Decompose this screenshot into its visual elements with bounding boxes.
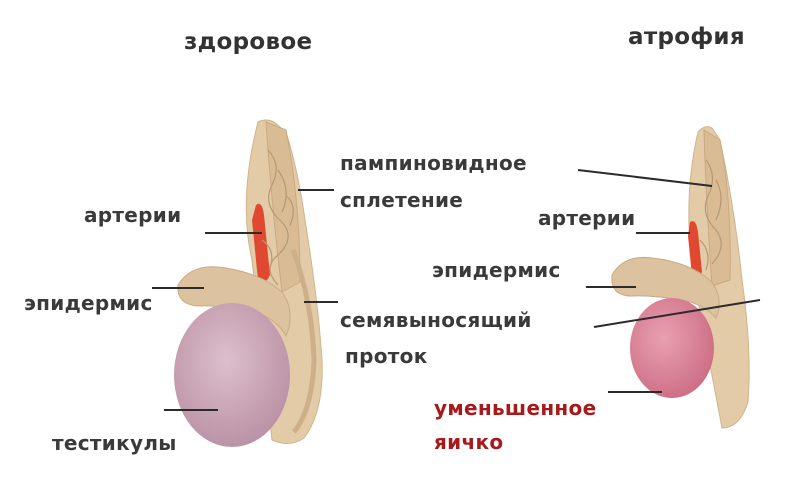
healthy-pampiniform-plexus (261, 149, 294, 286)
label-vas-line2: проток (345, 344, 428, 368)
label-epididymis-right: эпидермис (432, 258, 561, 282)
label-testicles: тестикулы (52, 431, 177, 455)
label-reduced-line1: уменьшенное (434, 396, 597, 420)
healthy-testis (174, 303, 290, 447)
title-healthy: здоровое (184, 29, 313, 55)
label-arteries-right: артерии (538, 206, 636, 230)
atrophy-artery (688, 221, 702, 279)
healthy-spermatic-cord (265, 121, 301, 293)
healthy-testis-drawing (174, 119, 323, 447)
healthy-epididymis (177, 266, 291, 338)
label-plexus-line2: сплетение (340, 188, 464, 212)
title-atrophy: атрофия (628, 24, 745, 50)
leader-vas-right (593, 299, 761, 328)
label-vas-line1: семявыносящий (340, 308, 532, 332)
healthy-vas-deferens (290, 249, 317, 434)
atrophy-testis (630, 298, 714, 398)
label-arteries-left: артерии (84, 203, 182, 227)
label-epididymis-left: эпидермис (24, 291, 153, 315)
healthy-artery (252, 203, 270, 282)
atrophy-epididymis (611, 256, 720, 319)
atrophy-pampiniform-plexus (699, 159, 722, 271)
label-reduced-line2: яичко (434, 430, 504, 454)
leader-plexus-right (577, 169, 713, 187)
label-plexus-line1: пампиновидное (340, 151, 527, 175)
atrophy-testis-drawing (611, 126, 750, 429)
